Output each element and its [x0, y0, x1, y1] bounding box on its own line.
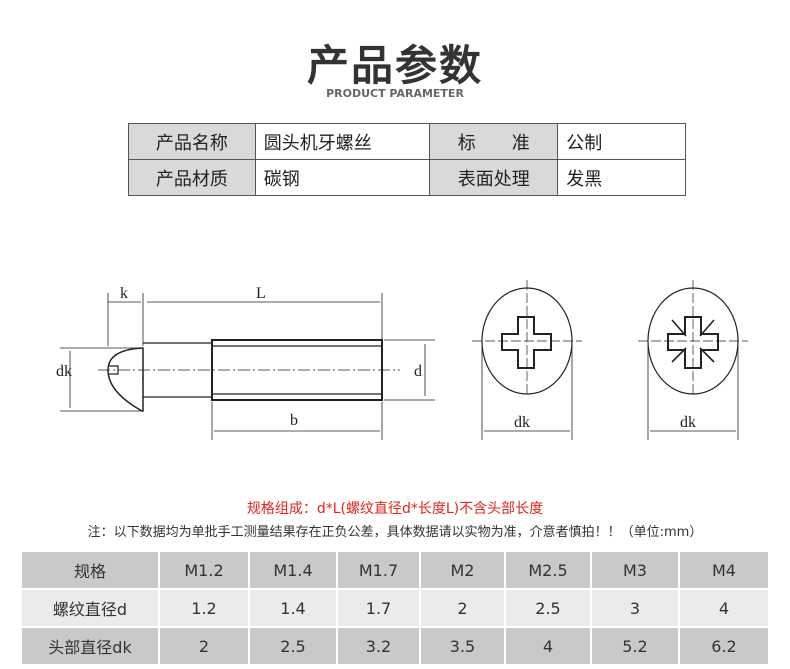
table-cell: 1.2 — [159, 589, 250, 628]
screw-side-view — [60, 293, 435, 440]
dim-label-d: d — [414, 363, 422, 380]
dim-label-dk-front2: dk — [680, 414, 696, 431]
table-row: 产品材质 碳钢 表面处理 发黑 — [128, 159, 686, 196]
table-cell: 2 — [159, 627, 250, 666]
row-label: 螺纹直径d — [22, 589, 160, 628]
spec-value: 碳钢 — [254, 159, 431, 196]
column-header: M1.4 — [249, 552, 338, 590]
column-header: M2 — [420, 552, 506, 590]
table-cell: 6.2 — [679, 627, 770, 666]
table-row: 螺纹直径d 1.2 1.4 1.7 2 2.5 3 4 — [22, 589, 770, 628]
dim-label-b: b — [290, 412, 298, 429]
table-cell: 2.5 — [505, 589, 592, 628]
size-table: 规格 M1.2 M1.4 M1.7 M2 M2.5 M3 M4 螺纹直径d 1.… — [22, 552, 770, 666]
table-cell: 1.4 — [249, 589, 338, 628]
page-subtitle: PRODUCT PARAMETER — [326, 87, 464, 100]
spec-value: 发黑 — [557, 159, 686, 196]
table-cell: 3 — [591, 589, 680, 628]
spec-label: 表面处理 — [429, 159, 559, 196]
spec-value: 圆头机牙螺丝 — [254, 123, 431, 160]
table-cell: 5.2 — [591, 627, 680, 666]
column-header: M1.7 — [337, 552, 421, 590]
column-header: M3 — [591, 552, 680, 590]
column-header: 规格 — [22, 552, 160, 590]
dim-label-L: L — [256, 285, 266, 302]
spec-composition-note: 规格组成：d*L(螺纹直径d*长度L)不含头部长度 — [246, 501, 544, 517]
dim-label-dk: dk — [56, 363, 72, 380]
spec-label: 产品名称 — [128, 123, 256, 160]
spec-label: 标 准 — [429, 123, 559, 160]
table-cell: 2.5 — [249, 627, 338, 666]
phillips-head-front-view — [472, 280, 582, 440]
column-header: M2.5 — [505, 552, 592, 590]
table-cell: 2 — [420, 589, 506, 628]
row-label: 头部直径dk — [22, 627, 160, 666]
pozidriv-head-front-view — [638, 280, 748, 440]
table-cell: 4 — [505, 627, 592, 666]
table-cell: 3.2 — [337, 627, 421, 666]
page-title: 产品参数 — [306, 41, 483, 90]
spec-label: 产品材质 — [128, 159, 256, 196]
column-header: M4 — [679, 552, 770, 590]
table-cell: 4 — [679, 589, 770, 628]
dim-label-k: k — [120, 285, 128, 302]
measurement-disclaimer: 注：以下数据均为单批手工测量结果存在正负公差，具体数据请以实物为准，介意者慎拍！… — [87, 525, 703, 540]
spec-value: 公制 — [557, 123, 686, 160]
table-row: 产品名称 圆头机牙螺丝 标 准 公制 — [128, 123, 686, 160]
table-cell: 3.5 — [420, 627, 506, 666]
table-row: 头部直径dk 2 2.5 3.2 3.5 4 5.2 6.2 — [22, 627, 770, 666]
spec-table: 产品名称 圆头机牙螺丝 标 准 公制 产品材质 碳钢 表面处理 发黑 — [128, 123, 686, 196]
column-header: M1.2 — [159, 552, 250, 590]
table-cell: 1.7 — [337, 589, 421, 628]
dim-label-dk-front1: dk — [514, 414, 530, 431]
table-header-row: 规格 M1.2 M1.4 M1.7 M2 M2.5 M3 M4 — [22, 552, 770, 590]
